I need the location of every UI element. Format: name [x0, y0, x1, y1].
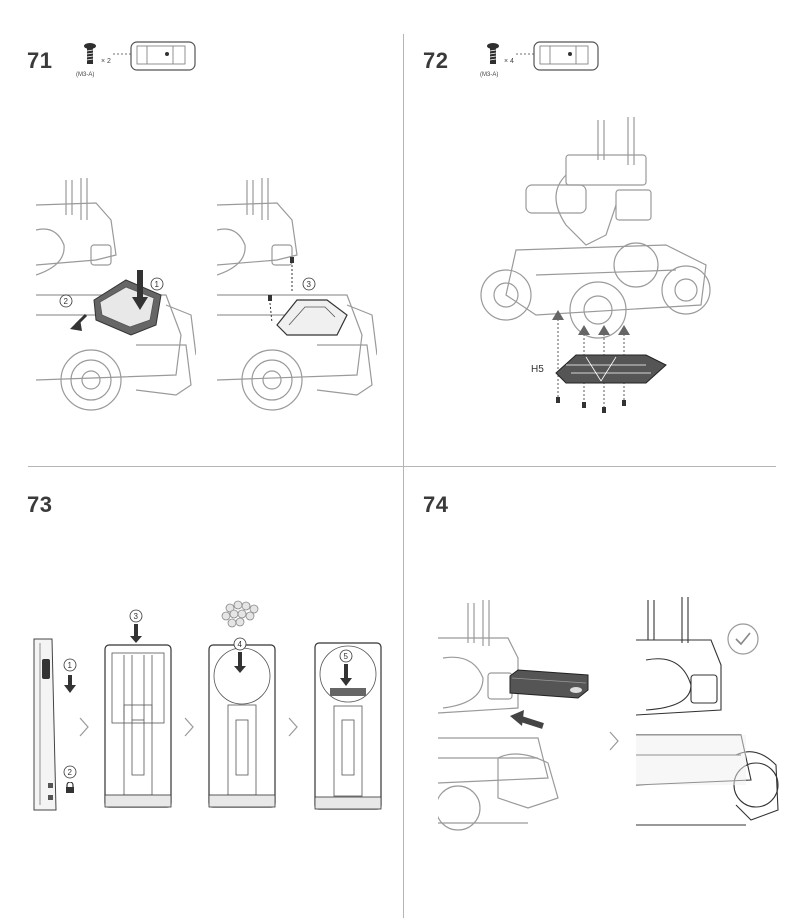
check-circle-icon	[726, 622, 760, 656]
screw-quantity: × 2	[101, 58, 111, 65]
horizontal-divider	[28, 466, 776, 467]
battery-insert-illustration: 4	[206, 598, 278, 810]
step-number-74: 74	[423, 492, 449, 517]
callout-1: 1	[68, 661, 73, 670]
screw-icon	[485, 42, 501, 68]
screw-icon	[82, 42, 98, 68]
chevron-right-icon	[77, 716, 91, 738]
vertical-divider	[403, 34, 404, 918]
lock-icon	[65, 782, 75, 794]
callout-2: 2	[64, 297, 69, 306]
callout-1: 1	[155, 280, 160, 289]
chevron-right-icon	[286, 716, 300, 738]
battery-compartment-side-illustration: 1 2	[28, 635, 84, 815]
step-number-72: 72	[423, 48, 449, 73]
robot-armor-screw-illustration: 3	[217, 175, 377, 415]
robot-armor-install-illustration-1: 1 2	[36, 175, 196, 415]
callout-4: 4	[238, 640, 243, 649]
callout-2: 2	[68, 768, 73, 777]
chevron-right-icon	[182, 716, 196, 738]
battery-compartment-open-illustration: 3	[102, 605, 174, 810]
step-number-73: 73	[27, 492, 53, 517]
screw-code: (M3-A)	[76, 72, 95, 78]
part-label-h5: H5	[531, 364, 544, 375]
callout-3: 3	[307, 280, 312, 289]
battery-cover-close-illustration: 5	[312, 640, 384, 812]
part-template-icon	[113, 40, 199, 74]
callout-3: 3	[134, 612, 139, 621]
part-template-icon	[516, 40, 602, 74]
screw-code: (M3-A)	[480, 72, 499, 78]
callout-5: 5	[344, 652, 349, 661]
chevron-right-icon	[607, 730, 621, 752]
robot-battery-installed-illustration	[636, 595, 781, 840]
screw-quantity: × 4	[504, 58, 514, 65]
robot-battery-slot-illustration	[438, 598, 608, 838]
robot-chassis-bottom-illustration	[476, 115, 726, 420]
step-number-71: 71	[27, 48, 53, 73]
